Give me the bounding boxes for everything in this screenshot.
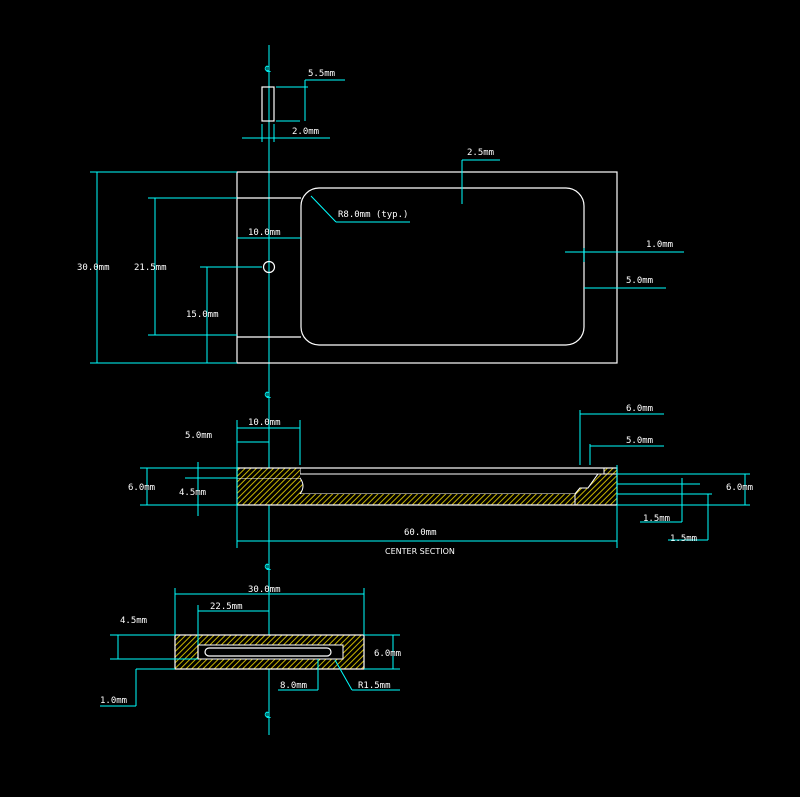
- section-offset-dim: 5.0mm: [185, 431, 212, 441]
- slot-width-dim: 5.5mm: [308, 69, 335, 79]
- centerline-symbol-3: ℄: [264, 563, 271, 573]
- end-overall-width-dim: 30.0mm: [248, 585, 281, 595]
- section-pocket-start-dim: 10.0mm: [248, 418, 281, 428]
- end-radius-dim: R1.5mm: [358, 681, 391, 691]
- section-right-dim-2: 5.0mm: [626, 436, 653, 446]
- end-section-dimensions: [100, 588, 400, 707]
- section-right-height-dim: 6.0mm: [726, 483, 753, 493]
- section-bottom-dim-2: 1.5mm: [670, 534, 697, 544]
- section-left-height-dim: 6.0mm: [128, 483, 155, 493]
- section-right-dim-1: 6.0mm: [626, 404, 653, 414]
- slot-offset-dim: 2.0mm: [292, 127, 319, 137]
- end-left-depth-dim: 4.5mm: [120, 616, 147, 626]
- center-section-label: CENTER SECTION: [385, 547, 455, 556]
- end-bottom-center-dim: 8.0mm: [280, 681, 307, 691]
- top-view-dimensions: [90, 159, 684, 364]
- wall-top-dim: 2.5mm: [467, 148, 494, 158]
- right-wall-dim-1: 1.0mm: [646, 240, 673, 250]
- end-inner-width-dim: 22.5mm: [210, 602, 243, 612]
- hole-height-dim: 15.0mm: [186, 310, 219, 320]
- section-left-depth-dim: 4.5mm: [179, 488, 206, 498]
- right-wall-dim-2: 5.0mm: [626, 276, 653, 286]
- center-section-dimensions: [140, 410, 750, 548]
- end-bottom-left-dim: 1.0mm: [100, 696, 127, 706]
- end-height-dim: 6.0mm: [374, 649, 401, 659]
- pocket-height-dim: 21.5mm: [134, 263, 167, 273]
- slot-detail: [242, 79, 345, 142]
- centerline-symbol-4: ℄: [264, 711, 271, 721]
- section-overall-length-dim: 60.0mm: [404, 528, 437, 538]
- overall-height-dim: 30.0mm: [77, 263, 110, 273]
- centerline-symbol-2: ℄: [264, 391, 271, 401]
- corner-radius-dim: R8.0mm (typ.): [338, 210, 408, 220]
- centerline-symbol-1: ℄: [264, 65, 271, 75]
- center-section: [236, 467, 618, 506]
- top-view: [236, 171, 618, 364]
- section-bottom-dim-1: 1.5mm: [643, 514, 670, 524]
- end-section: [174, 634, 365, 670]
- pocket-start-dim: 10.0mm: [248, 228, 281, 238]
